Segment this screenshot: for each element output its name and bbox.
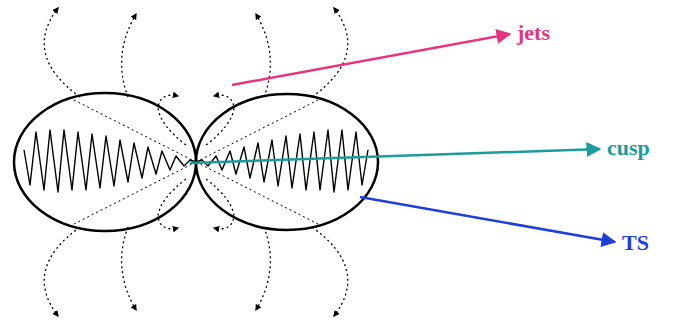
leader-arrow <box>232 34 510 85</box>
callout-label: TS <box>621 232 650 254</box>
callout-label: jets <box>516 22 551 44</box>
callout-label: cusp <box>606 137 651 159</box>
leader-arrow <box>360 197 615 242</box>
zigzag-field <box>24 130 368 192</box>
leader-arrow <box>190 149 600 163</box>
